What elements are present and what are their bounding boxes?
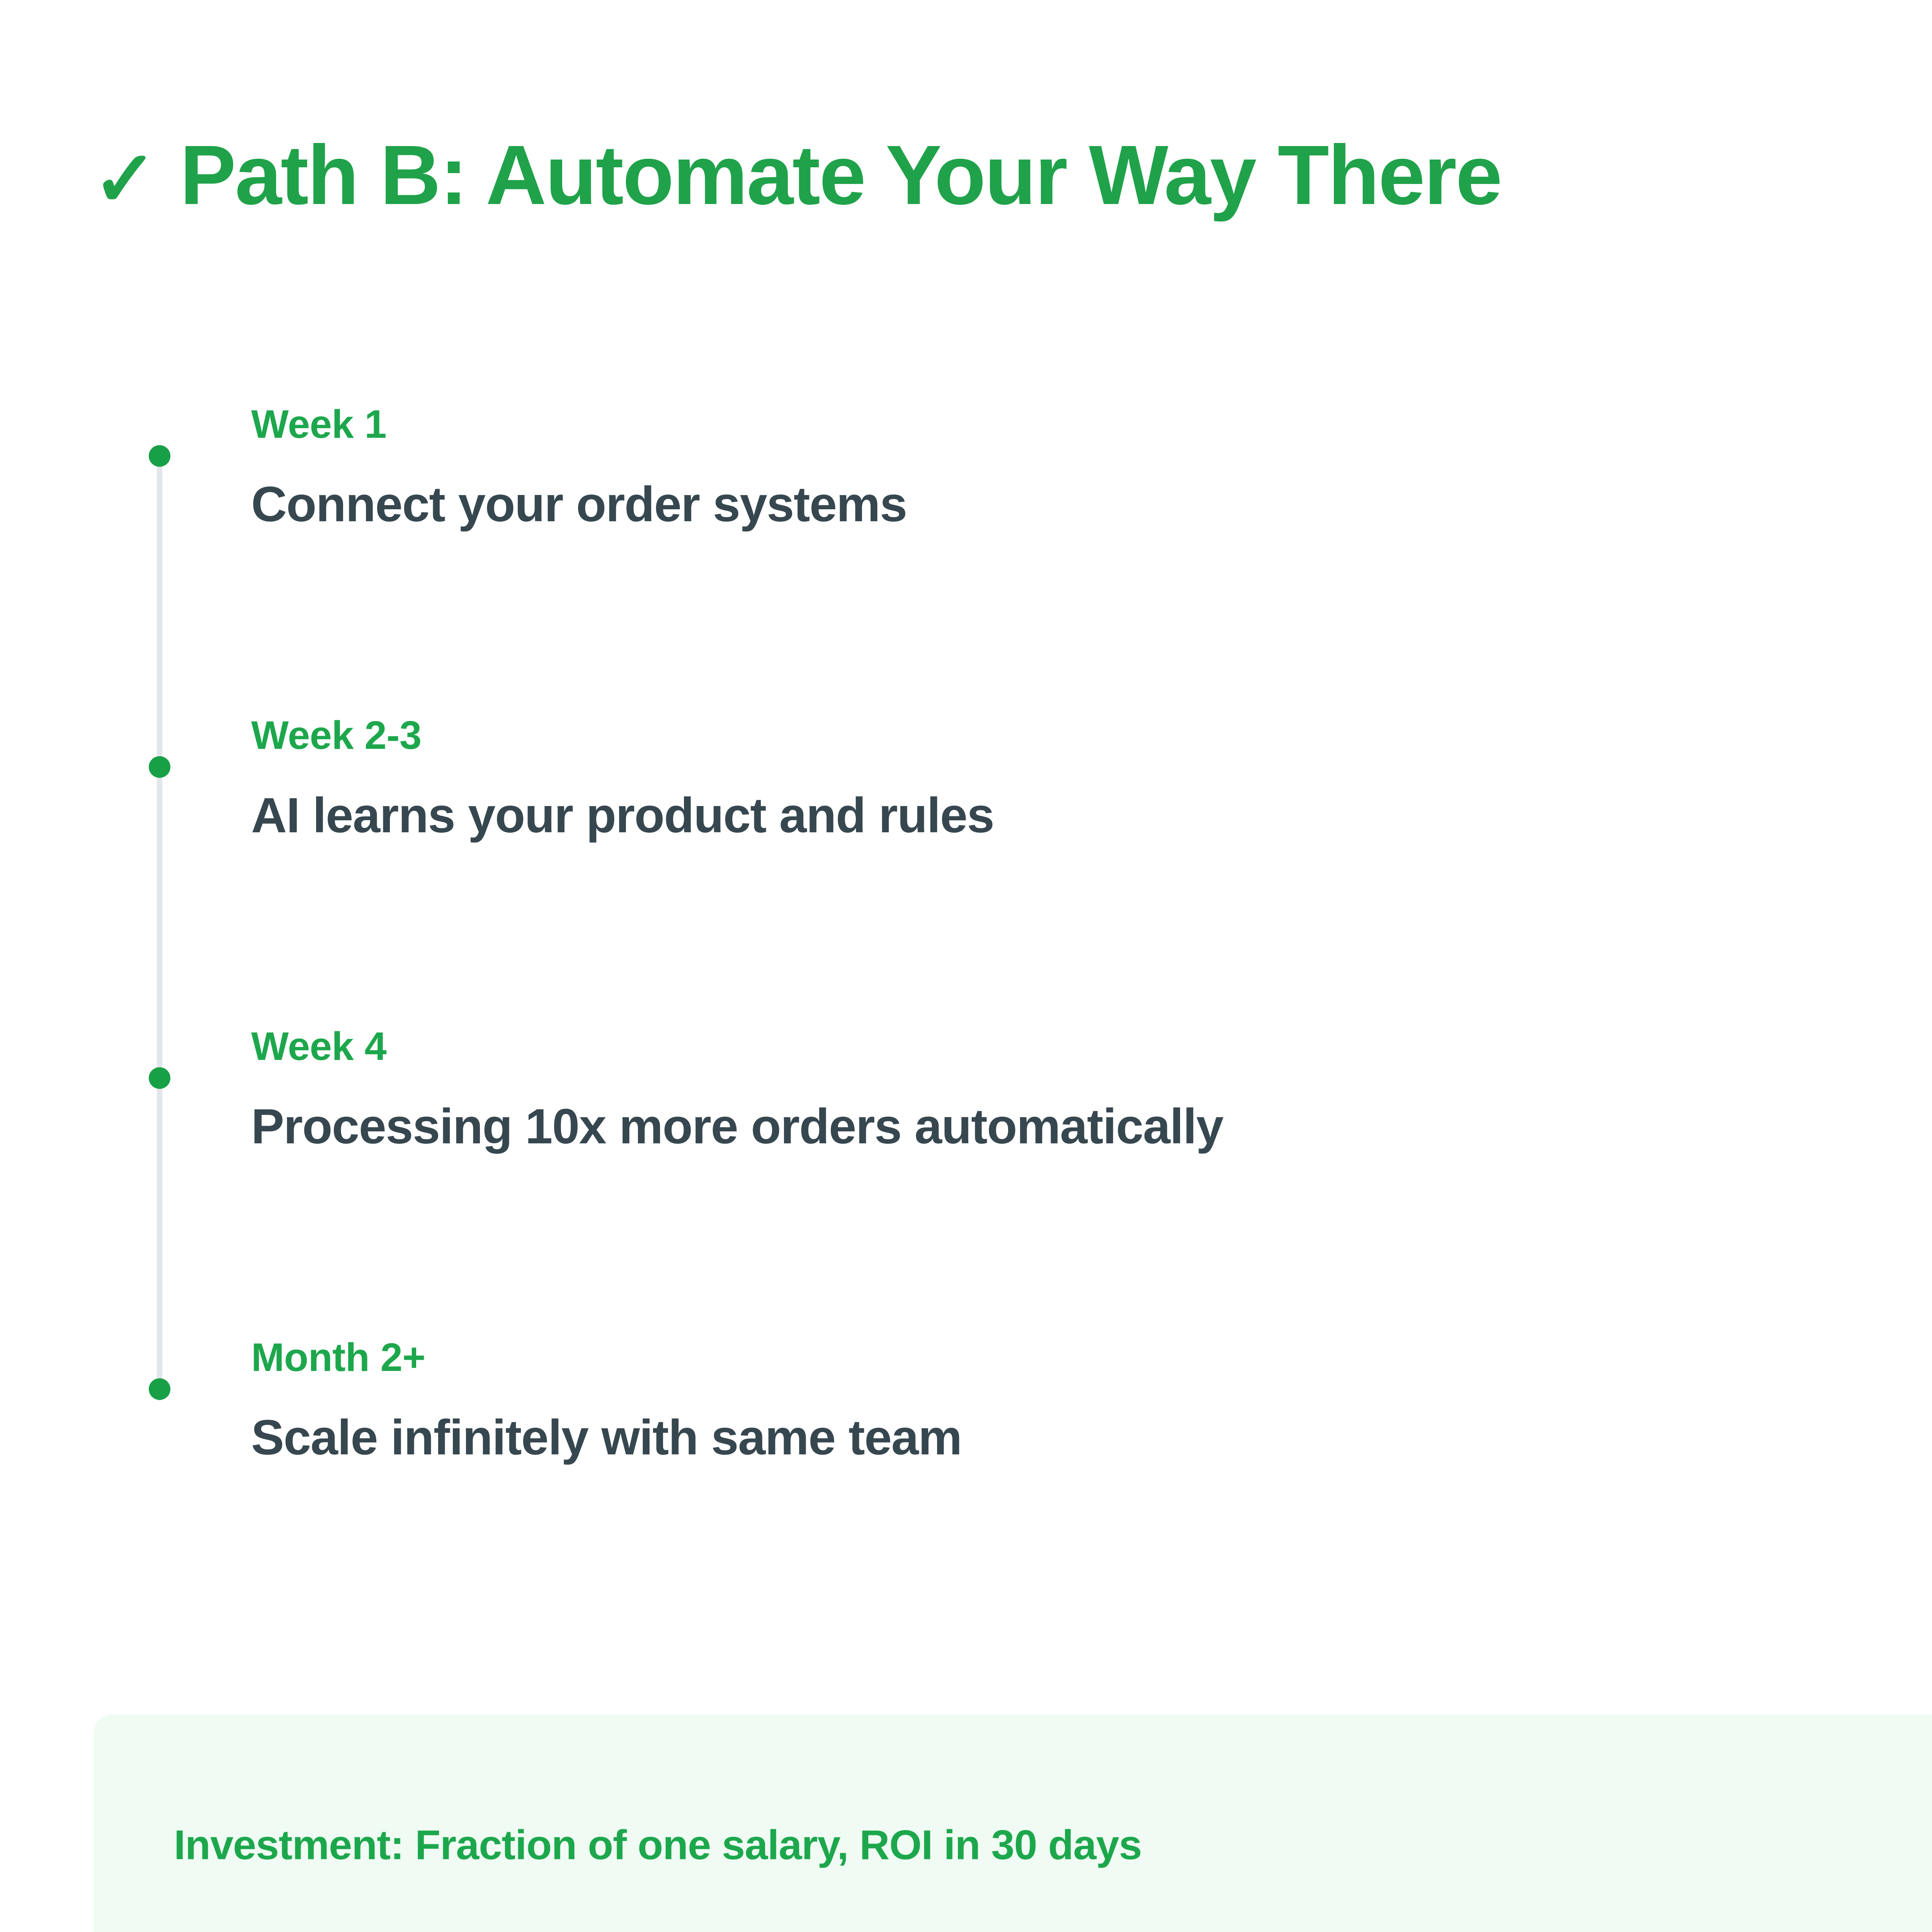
timeline-item: Month 2+ Scale infinitely with same team: [0, 1335, 1932, 1465]
timeline-item-description: Scale infinitely with same team: [251, 1410, 962, 1466]
timeline-item-body: Month 2+ Scale infinitely with same team: [251, 1335, 1932, 1466]
timeline-item: Week 2-3 AI learns your product and rule…: [0, 713, 1932, 843]
timeline-item-description: Connect your order systems: [251, 477, 907, 532]
timeline-item-label: Week 1: [251, 402, 387, 446]
timeline-item-label: Week 4: [251, 1024, 387, 1068]
timeline-item: Week 4 Processing 10x more orders automa…: [0, 1024, 1932, 1154]
timeline-item-label: Month 2+: [251, 1335, 425, 1379]
timeline-item-body: Week 4 Processing 10x more orders automa…: [251, 1024, 1932, 1155]
check-icon: ✓: [93, 136, 158, 222]
timeline-item-description: Processing 10x more orders automatically: [251, 1099, 1224, 1155]
timeline-item-description: AI learns your product and rules: [251, 788, 995, 844]
page-title: ✓ Path B: Automate Your Way There: [93, 128, 1503, 222]
investment-callout-text: Investment: Fraction of one salary, ROI …: [174, 1821, 1142, 1868]
timeline-rail: [157, 454, 162, 1401]
timeline-item-label: Week 2-3: [251, 713, 422, 757]
timeline-item: Week 1 Connect your order systems: [0, 402, 1932, 532]
timeline-dot-icon: [149, 756, 170, 778]
page-title-text: Path B: Automate Your Way There: [180, 128, 1503, 222]
investment-callout: Investment: Fraction of one salary, ROI …: [94, 1714, 1932, 1932]
timeline-item-body: Week 1 Connect your order systems: [251, 402, 1932, 532]
timeline-item-body: Week 2-3 AI learns your product and rule…: [251, 713, 1932, 844]
timeline-dot-icon: [149, 445, 170, 467]
timeline-dot-icon: [149, 1378, 170, 1400]
timeline-dot-icon: [149, 1067, 170, 1089]
